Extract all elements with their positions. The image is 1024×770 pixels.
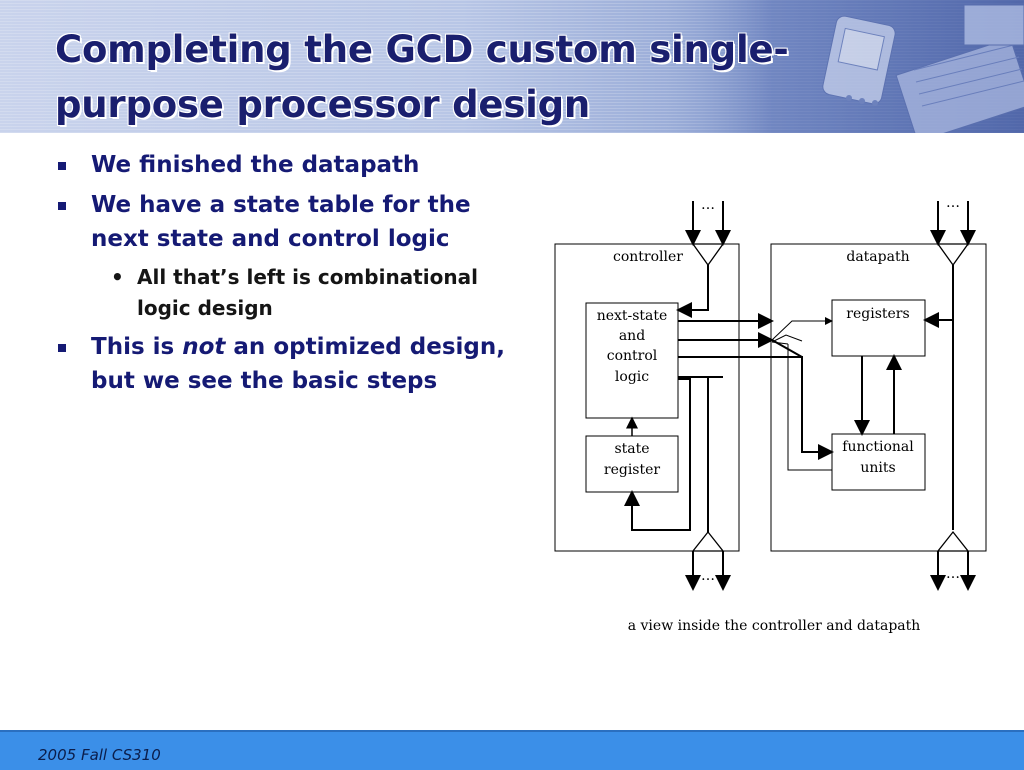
diagram-caption: a view inside the controller and datapat… xyxy=(628,618,921,634)
datapath-label: datapath xyxy=(846,249,909,265)
square-bullet-icon xyxy=(58,162,66,170)
bullet-list: We finished the datapath We have a state… xyxy=(55,148,515,404)
square-bullet-icon xyxy=(58,202,66,210)
next-state-line: next-state xyxy=(597,308,668,324)
slide-title: Completing the GCD custom single-purpose… xyxy=(55,22,895,132)
title-banner: Completing the GCD custom single-purpose… xyxy=(0,0,1024,133)
state-register-line: state xyxy=(614,441,649,457)
bullet-text: This is not an optimized design, but we … xyxy=(91,334,505,394)
functional-units-line: units xyxy=(860,460,895,476)
datapath-input-mux xyxy=(938,244,968,265)
footer-bar: 2005 Fall CS310 xyxy=(0,730,1024,770)
controller-datapath-diagram: controller datapath next-state and contr… xyxy=(540,185,1000,645)
ellipsis-top-datapath: … xyxy=(946,195,960,211)
controller-box xyxy=(555,244,739,551)
functional-units-line: functional xyxy=(842,439,914,455)
bullet-item: This is not an optimized design, but we … xyxy=(55,330,515,398)
emphasis-text: not xyxy=(182,334,225,360)
ellipsis-bottom-datapath: … xyxy=(946,566,960,582)
bullet-item: We finished the datapath xyxy=(55,148,515,182)
sub-bullet-item: • All that’s left is combinational logic… xyxy=(55,262,515,324)
next-state-line: and xyxy=(619,328,645,344)
controller-label: controller xyxy=(613,249,683,265)
bullet-text: We have a state table for the next state… xyxy=(91,192,471,252)
round-bullet-icon: • xyxy=(111,262,124,293)
registers-label: registers xyxy=(846,306,909,322)
square-bullet-icon xyxy=(58,344,66,352)
sub-bullet-text: All that’s left is combinational logic d… xyxy=(137,265,478,320)
footer-text: 2005 Fall CS310 xyxy=(38,746,161,764)
controller-input-mux xyxy=(693,244,723,265)
next-state-line: control xyxy=(607,348,658,364)
ellipsis-top-controller: … xyxy=(701,197,715,213)
bullet-item: We have a state table for the next state… xyxy=(55,188,515,256)
controller-output-mux xyxy=(693,532,723,551)
state-register-line: register xyxy=(604,462,661,478)
datapath-output-mux xyxy=(938,532,968,551)
ellipsis-bottom-controller: … xyxy=(701,568,715,584)
next-state-line: logic xyxy=(615,369,649,385)
bullet-text: We finished the datapath xyxy=(91,152,419,178)
